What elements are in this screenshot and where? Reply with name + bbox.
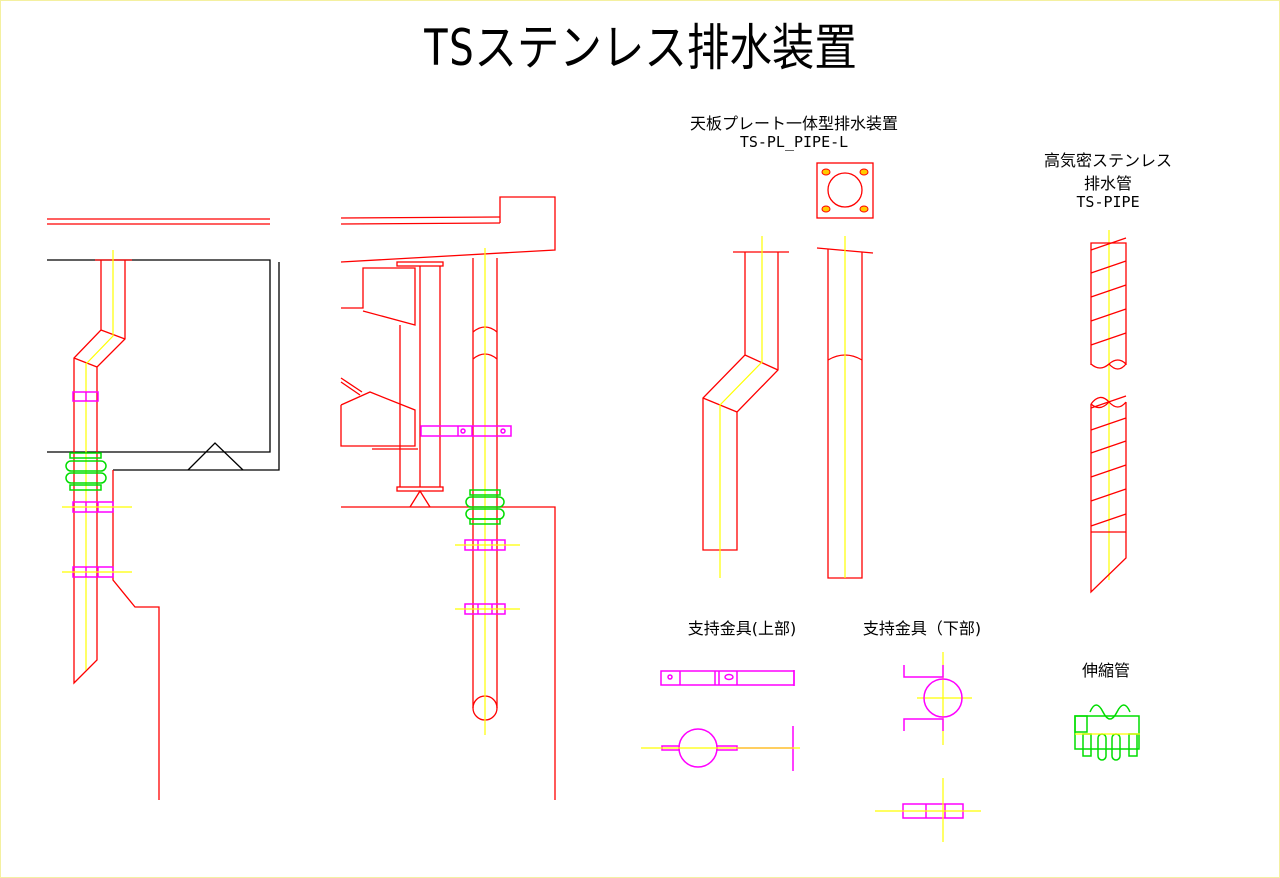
- support-upper-drawing: [641, 670, 800, 771]
- expansion-joint: [465, 489, 505, 525]
- ts-pipe-drawing: [1090, 230, 1127, 594]
- plate-type-name: 天板プレート一体型排水装置: [689, 114, 899, 133]
- plate-pipe-drawing: [702, 162, 874, 579]
- expansion-pipe-label: 伸縮管: [1081, 661, 1131, 680]
- support-clamp: [455, 603, 520, 615]
- support-clamp: [62, 501, 132, 513]
- left-install-section: [47, 218, 280, 800]
- middle-install-section: [340, 196, 556, 800]
- plate-type-code: TS-PL_PIPE-L: [739, 133, 849, 151]
- pipe-name-line2: 排水管: [1083, 174, 1133, 193]
- support-clamp: [420, 425, 512, 437]
- support-clamp: [62, 566, 132, 578]
- support-lower-label: 支持金具（下部): [862, 619, 982, 638]
- support-clamp: [455, 539, 520, 551]
- pipe-name-line1: 高気密ステンレス: [1043, 151, 1173, 170]
- support-clamp: [72, 391, 99, 402]
- expansion-joint: [65, 452, 107, 491]
- support-upper-label: 支持金具(上部): [687, 619, 797, 638]
- pipe-code: TS-PIPE: [1076, 193, 1140, 211]
- page-title: TSステンレス排水装置: [423, 19, 857, 77]
- support-lower-drawing: [875, 652, 981, 842]
- expansion-pipe-drawing: [1074, 704, 1140, 761]
